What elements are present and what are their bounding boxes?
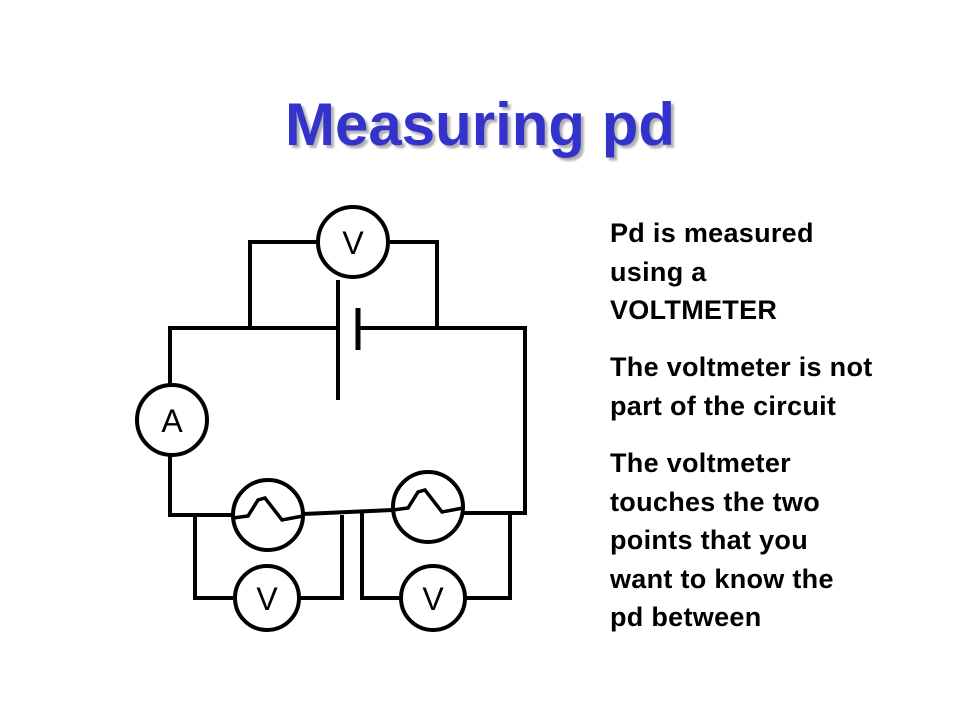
text-line: points that you [610,525,808,555]
voltmeter-left: V [233,564,301,632]
paragraph-2: The voltmeter is not part of the circuit [610,348,873,425]
paragraph-1: Pd is measured using a VOLTMETER [610,214,814,330]
text-line: The voltmeter is not [610,352,873,382]
voltmeter-right-label: V [422,581,444,617]
slide-title: Measuring pd [284,91,676,158]
lamp-right-icon [391,470,465,544]
voltmeter-left-label: V [256,581,278,617]
text-line: The voltmeter [610,448,791,478]
voltmeter-top-label: V [342,225,364,261]
text-line: Pd is measured [610,218,814,248]
voltmeter-top: V [316,205,390,279]
text-line: pd between [610,602,762,632]
text-line: VOLTMETER [610,295,778,325]
ammeter-label: A [161,403,183,439]
text-line: part of the circuit [610,390,837,421]
lamp-left-icon [231,478,305,552]
ammeter: A [135,383,209,457]
voltmeter-right: V [399,564,467,632]
text-line: using a [610,256,707,287]
text-line: want to know the [610,563,834,594]
circuit-wires [168,240,527,600]
cell-icon [336,280,361,400]
paragraph-3: The voltmeter touches the two points tha… [610,444,834,637]
text-line: touches the two [610,486,821,517]
